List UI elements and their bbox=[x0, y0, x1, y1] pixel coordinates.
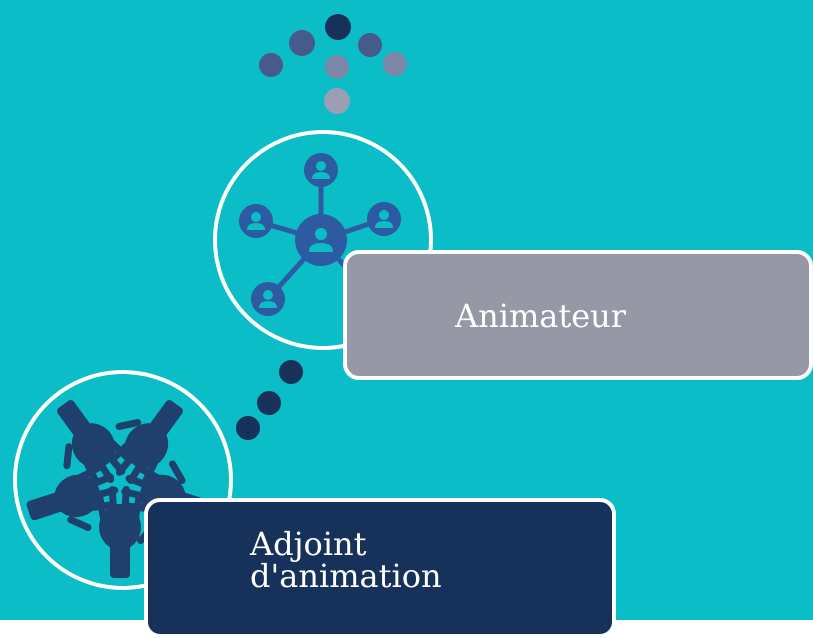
role-box-adjoint: Adjoint d'animation bbox=[144, 498, 616, 638]
arrow-dot bbox=[325, 14, 351, 40]
animateur-icon-ring bbox=[213, 130, 433, 350]
connector-dot bbox=[236, 416, 260, 440]
arrow-dot bbox=[383, 52, 407, 76]
arrow-dot bbox=[259, 53, 283, 77]
dotted-connector bbox=[236, 360, 303, 440]
joined-hands-icon bbox=[26, 400, 214, 578]
person-node bbox=[251, 282, 285, 316]
connector-dot bbox=[257, 391, 281, 415]
arrow-dot bbox=[324, 88, 350, 114]
person-node bbox=[239, 204, 273, 238]
role-box-animateur: Animateur bbox=[343, 250, 813, 380]
center-person-node bbox=[295, 214, 347, 266]
person-node bbox=[304, 153, 338, 187]
dotted-up-arrow-icon bbox=[259, 14, 407, 114]
adjoint-icon-ring bbox=[13, 370, 233, 590]
arrow-dot bbox=[289, 30, 315, 56]
arrow-dot bbox=[358, 33, 382, 57]
connector-dot bbox=[279, 360, 303, 384]
role-label-adjoint: Adjoint d'animation bbox=[250, 525, 442, 595]
hand-icon bbox=[109, 400, 183, 485]
hand-icon bbox=[57, 400, 131, 485]
role-label-animateur: Animateur bbox=[455, 297, 627, 335]
arrow-dot bbox=[325, 55, 349, 79]
person-node bbox=[367, 202, 401, 236]
